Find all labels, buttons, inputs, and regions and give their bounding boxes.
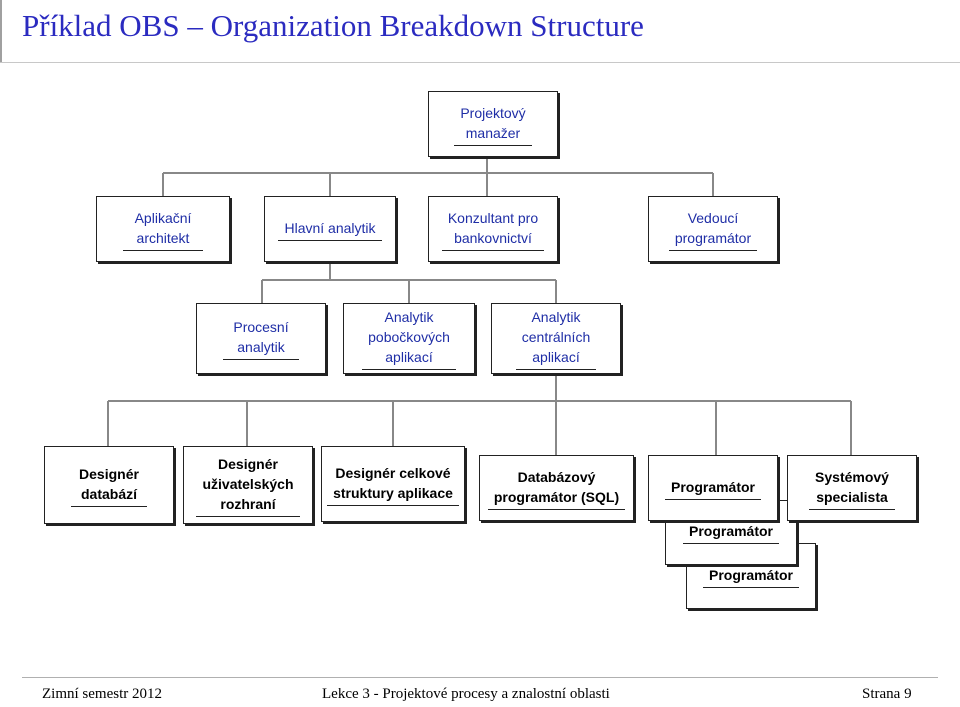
title-divider <box>0 62 960 63</box>
footer-page-number: Strana 9 <box>862 686 912 702</box>
node-lead-analyst: Hlavní analytik <box>264 196 396 262</box>
node-label: Programátor <box>664 477 762 500</box>
left-accent-bar <box>0 0 2 62</box>
footer-center: Lekce 3 - Projektové procesy a znalostní… <box>322 686 610 702</box>
slide-title: Příklad OBS – Organization Breakdown Str… <box>22 8 644 43</box>
node-label: Hlavní analytik <box>278 218 382 241</box>
node-label: Programátor <box>682 521 780 544</box>
node-label: Programátor <box>702 565 800 588</box>
footer-left: Zimní semestr 2012 <box>42 686 162 702</box>
node-programmer-1: Programátor <box>648 455 778 521</box>
footer-divider <box>22 677 938 678</box>
